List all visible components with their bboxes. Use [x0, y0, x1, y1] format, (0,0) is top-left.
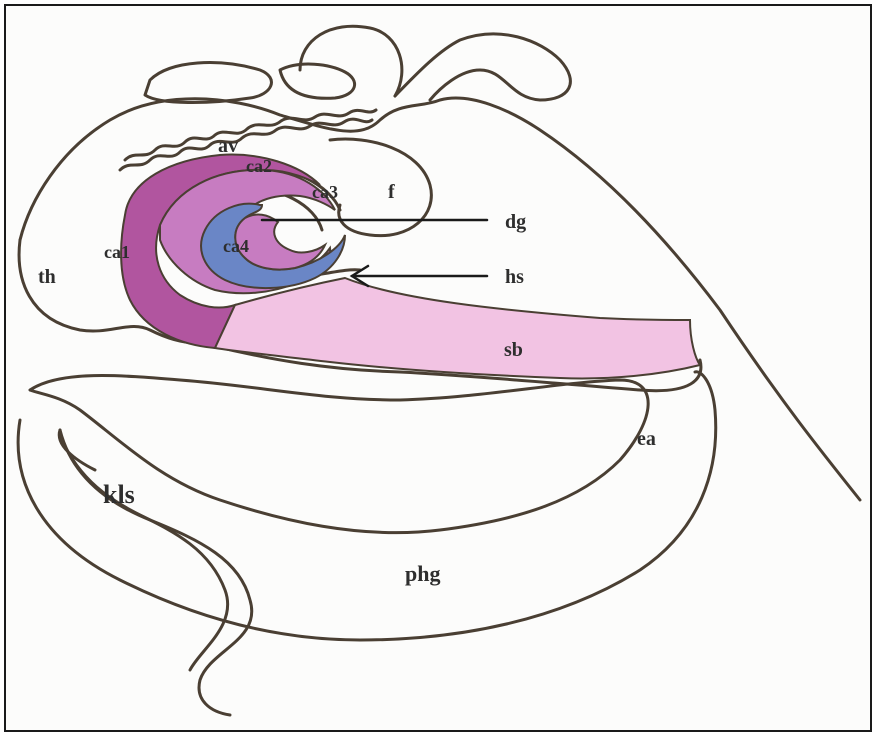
label-ca4: ca4 — [223, 236, 249, 256]
label-hs: hs — [505, 266, 524, 288]
subiculum-region — [215, 278, 700, 378]
collateral-sulcus-inner — [62, 440, 228, 670]
label-f: f — [388, 181, 395, 203]
label-th: th — [38, 266, 56, 288]
label-dg: dg — [505, 211, 526, 233]
top-center-lobe — [280, 64, 355, 98]
ventricle-upper-outline — [30, 376, 648, 533]
top-left-lobe — [145, 63, 271, 103]
label-ca3: ca3 — [312, 182, 338, 202]
label-sb: sb — [504, 339, 523, 361]
top-right-fold — [395, 34, 570, 100]
top-arch — [300, 26, 402, 96]
label-ca1: ca1 — [104, 242, 130, 262]
label-kls: kls — [103, 480, 135, 509]
label-ca2: ca2 — [246, 156, 272, 176]
label-phg: phg — [405, 561, 440, 586]
label-av: av — [218, 135, 238, 157]
label-ea: ea — [637, 428, 656, 450]
collateral-sulcus-outer — [60, 430, 252, 715]
